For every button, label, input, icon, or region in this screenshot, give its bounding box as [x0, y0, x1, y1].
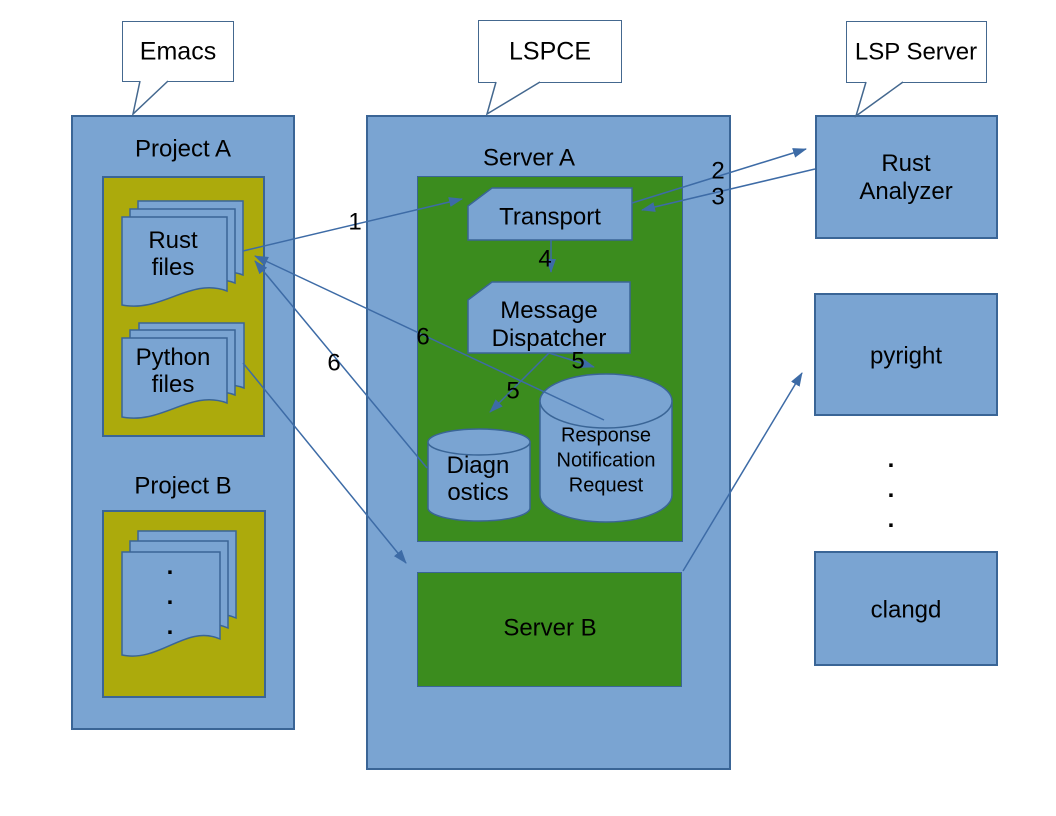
callout-lsp-server-label: LSP Server	[854, 38, 978, 66]
diagnostics-label: Diagn ostics	[446, 452, 510, 506]
callout-lspce	[478, 20, 622, 83]
more-servers-dots: . . .	[887, 446, 895, 533]
arrow-label-5-diagnostics: 5	[506, 377, 520, 405]
rust-files-label: Rust files	[148, 227, 198, 281]
project-b-dots: . . .	[166, 553, 174, 640]
message-dispatcher-label: Message Dispatcher	[491, 297, 607, 352]
pyright-box	[814, 293, 998, 416]
project-a-label: Project A	[134, 135, 232, 163]
clangd-box	[814, 551, 998, 666]
server-b-box	[417, 572, 682, 687]
callout-emacs	[122, 21, 234, 82]
arrow-label-6-diagnostics: 6	[327, 349, 341, 377]
server-b-label: Server B	[503, 614, 597, 642]
callout-tail-lsp-server	[854, 81, 904, 118]
python-files-label: Python files	[135, 344, 211, 398]
project-b-label: Project B	[134, 472, 232, 500]
arrow-label-3: 3	[711, 183, 725, 211]
arrow-label-2: 2	[711, 157, 725, 185]
arrow-label-5-response: 5	[571, 347, 585, 375]
arrow-label-6-response: 6	[416, 323, 430, 351]
arrow-label-4: 4	[538, 245, 552, 273]
response-store-label: Response Notification Request	[556, 424, 656, 497]
callout-tail-emacs	[131, 80, 169, 117]
callout-tail-lspce	[485, 81, 541, 116]
callout-lsp-server	[846, 21, 987, 83]
server-a-label: Server A	[482, 144, 576, 172]
callout-emacs-label: Emacs	[139, 37, 217, 66]
rust-analyzer-box	[815, 115, 998, 239]
pyright-label: pyright	[869, 342, 943, 370]
arrow-label-1: 1	[348, 208, 362, 236]
clangd-label: clangd	[870, 596, 942, 624]
project-b-workspace	[102, 510, 266, 698]
transport-label: Transport	[499, 203, 601, 231]
rust-analyzer-label: Rust Analyzer	[859, 150, 953, 205]
callout-lspce-label: LSPCE	[509, 37, 591, 66]
